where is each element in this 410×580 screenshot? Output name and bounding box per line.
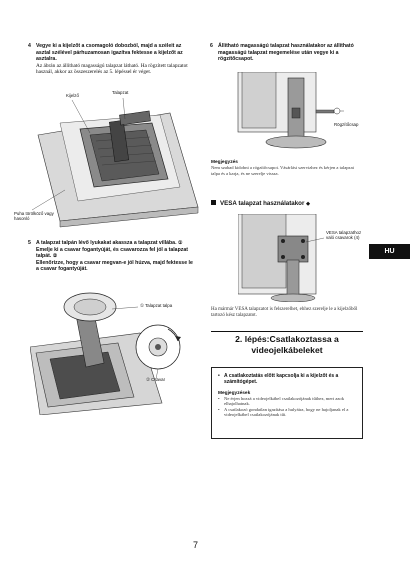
- step-number: 6: [210, 43, 213, 49]
- figure-monitor-on-table: Kijelző Talapzat Puha törölköző vagy has…: [14, 90, 200, 230]
- language-tab-hu: HU: [369, 244, 410, 259]
- step-number: 5: [28, 240, 31, 246]
- warning-text: A csatlakoztatás előtt kapcsolja ki a ki…: [218, 373, 356, 386]
- note-1: Megjegyzés Nem szabad kidobni a rögzítőc…: [211, 160, 361, 176]
- figure-vesa: VESA talapzathoz való csavarok (4): [237, 213, 368, 303]
- base-attach-illustration: [29, 292, 181, 416]
- callout-screw: ② Csavar: [146, 377, 166, 382]
- note-item: Ne érjen hozzá a videojelkábel csatlakoz…: [218, 396, 356, 407]
- step-6: 6 Állítható magasságú talapzat használat…: [210, 43, 368, 63]
- step-instruction: Vegye ki a kijelzőt a csomagoló dobozból…: [36, 43, 183, 62]
- vesa-title: VESA talapzat használatakor: [220, 200, 305, 207]
- fixing-pin-illustration: [237, 71, 344, 149]
- monitor-on-table-illustration: [31, 97, 199, 228]
- note-title: Megjegyzés: [211, 160, 238, 165]
- step-instruction-2: Emelje ki a csavar fogantyúját, és csava…: [36, 246, 188, 260]
- step2-title: 2. lépés:Csatlakoztassa a videojelkábele…: [235, 334, 339, 355]
- callout-pin: Rögzítőcsap: [334, 122, 359, 127]
- step-5: 5 A talapzat talpán lévő lyukakat akassz…: [28, 240, 196, 273]
- step-instruction: Állítható magasságú talapzat használatak…: [218, 43, 354, 62]
- section-square-icon: [211, 200, 216, 205]
- vesa-illustration: [237, 213, 325, 303]
- section-divider: [211, 331, 363, 332]
- callout-base: ① Talapzat talpa: [140, 303, 173, 308]
- step-instruction-1: A talapzat talpán lévő lyukakat akassza …: [36, 240, 177, 246]
- page-number: 7: [193, 540, 199, 550]
- figure-fixing-pin: Rögzítőcsap: [228, 71, 368, 150]
- figure-base-attach: ① Talapzat talpa ② Csavar: [29, 285, 200, 416]
- circled-1: ①: [177, 240, 183, 246]
- circled-2: ②: [52, 253, 58, 259]
- vesa-heading: VESA talapzat használatakor ◆: [211, 200, 310, 207]
- callout-cushion: Puha törölköző vagy hasonló: [14, 211, 54, 221]
- warning-box: A csatlakoztatás előtt kapcsolja ki a ki…: [211, 367, 363, 439]
- step-instruction-3: Ellenőrizze, hogy a csavar megvan-e jól …: [36, 259, 193, 273]
- note-item: A csatlakozó gondatlan igazítása a hulyá…: [218, 407, 356, 418]
- step-number: 4: [28, 43, 31, 49]
- note-text: Nem szabad kidobni a rögzítőcsapot. Vásá…: [211, 165, 354, 176]
- callout-stand: Talapzat: [112, 90, 129, 95]
- callout-display: Kijelző: [66, 93, 79, 98]
- step-4: 4 Vegye ki a kijelzőt a csomagoló dobozb…: [28, 43, 194, 75]
- step-text: Az ábrán az állítható magasságú talapzat…: [36, 62, 188, 75]
- callout-vesa: VESA talapzathoz való csavarok (4): [326, 230, 362, 240]
- notes-title: Megjegyzések: [218, 390, 251, 396]
- vesa-title-mark: ◆: [306, 201, 310, 207]
- vesa-text: Ha mármár VESA talapzatot is felszerelhe…: [211, 307, 358, 318]
